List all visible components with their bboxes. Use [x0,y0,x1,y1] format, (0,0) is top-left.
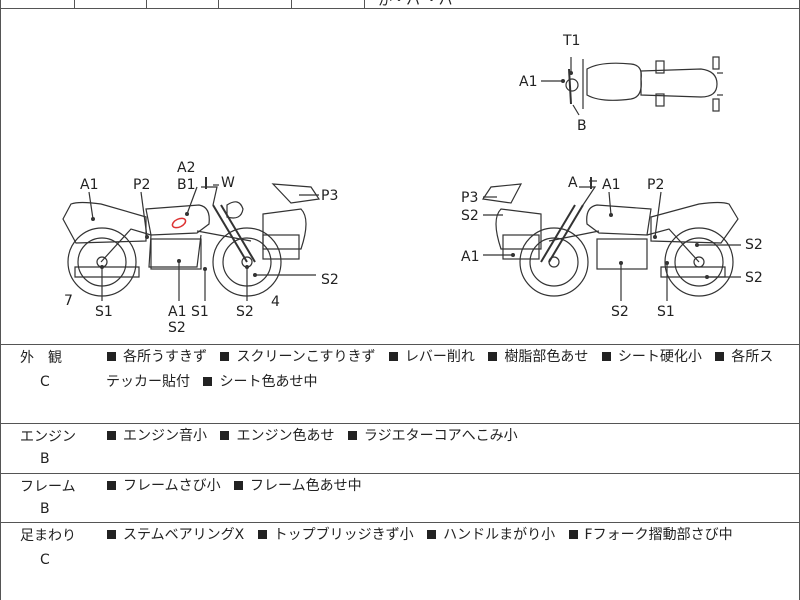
left-view-bike [62,177,321,297]
leader-dots [91,71,709,279]
label-p2: P2 [133,177,150,193]
divider [0,8,800,9]
list-item: Fフォーク摺動部さび中 [560,527,733,543]
label-s2: S2 [745,270,763,286]
label-s2: S2 [321,272,339,288]
section-exterior: 外 観 C 各所うすきず スクリーンこすりきず レバー削れ 樹脂部色あせ シート… [0,345,800,423]
divider [0,473,800,474]
top-cell [0,0,75,8]
section-grade: B [40,451,50,467]
section-grade: C [40,374,50,390]
label-p2: P2 [647,177,664,193]
top-cell [291,0,365,8]
section-frame: フレーム B フレームさび小 フレーム色あせ中 [0,474,800,522]
label-s1: S1 [95,304,113,320]
leader-lines [88,57,741,301]
section-grade: C [40,552,50,568]
list-item: 各所うすきず [106,349,207,365]
list-item: トップブリッジきず小 [249,527,414,543]
label-a1: A1 [80,177,98,193]
section-items: 各所うすきず スクリーンこすりきず レバー削れ 樹脂部色あせ シート硬化小 各所… [106,345,786,395]
list-item: シート色あせ中 [194,374,317,390]
list-item: フレームさび小 [106,478,221,494]
diagram-svg: T1 A1 B A1 P2 A2 B1 W P3 S2 7 S1 A1 S1 S… [62,33,763,336]
label-a1: A1 [602,177,620,193]
right-view-bike [481,177,739,297]
section-label: 足まわり [20,528,76,544]
section-suspension: 足まわり C ステムベアリングX トップブリッジきず小 ハンドルまがり小 Fフォ… [0,523,800,600]
divider [0,0,1,600]
list-item: 各所ステッカー貼付 [106,349,774,390]
label-s2: S2 [461,208,479,224]
label-b: B [577,118,587,134]
label-7: 7 [64,293,73,309]
label-s1: S1 [657,304,675,320]
label-w: W [221,175,235,191]
top-cell [218,0,292,8]
divider [0,423,800,424]
section-engine: エンジン B エンジン音小 エンジン色あせ ラジエターコアへこみ小 [0,424,800,473]
label-a1: A1 [168,304,186,320]
section-items: ステムベアリングX トップブリッジきず小 ハンドルまがり小 Fフォーク摺動部さび… [106,523,786,548]
list-item: ラジエターコアへこみ小 [339,428,518,444]
label-a: A [568,175,578,191]
damage-marker [171,217,187,229]
label-s1: S1 [191,304,209,320]
section-label: エンジン [20,429,76,445]
list-item: ステムベアリングX [106,527,244,543]
section-grade: B [40,501,50,517]
top-table-row: か・ハ ・ハ [0,0,800,9]
section-label: 外 観 [20,350,62,366]
motorcycle-diagram: T1 A1 B A1 P2 A2 B1 W P3 S2 7 S1 A1 S1 S… [1,9,799,344]
divider [0,522,800,523]
list-item: 樹脂部色あせ [479,349,588,365]
list-item: エンジン色あせ [211,428,334,444]
section-label: フレーム [20,479,76,495]
label-t1: T1 [562,33,580,49]
label-s2: S2 [168,320,186,336]
list-item: フレーム色あせ中 [225,478,362,494]
list-item: エンジン音小 [106,428,207,444]
top-cell [74,0,147,8]
label-s2: S2 [236,304,254,320]
top-cell [146,0,219,8]
list-item: ハンドルまがり小 [418,527,555,543]
label-p3: P3 [461,190,478,206]
header-partial-text: か・ハ ・ハ [378,0,453,9]
label-4: 4 [271,294,280,310]
list-item: シート硬化小 [593,349,702,365]
section-items: エンジン音小 エンジン色あせ ラジエターコアへこみ小 [106,424,786,449]
label-s2: S2 [745,237,763,253]
list-item: レバー削れ [380,349,475,365]
label-a2: A2 [177,160,195,176]
divider [0,344,800,345]
label-a1: A1 [461,249,479,265]
section-items: フレームさび小 フレーム色あせ中 [106,474,786,499]
label-a1: A1 [519,74,537,90]
label-b1: B1 [177,177,196,193]
list-item: スクリーンこすりきず [211,349,375,365]
label-s2: S2 [611,304,629,320]
label-p3: P3 [321,188,338,204]
top-view-bike [565,56,723,112]
